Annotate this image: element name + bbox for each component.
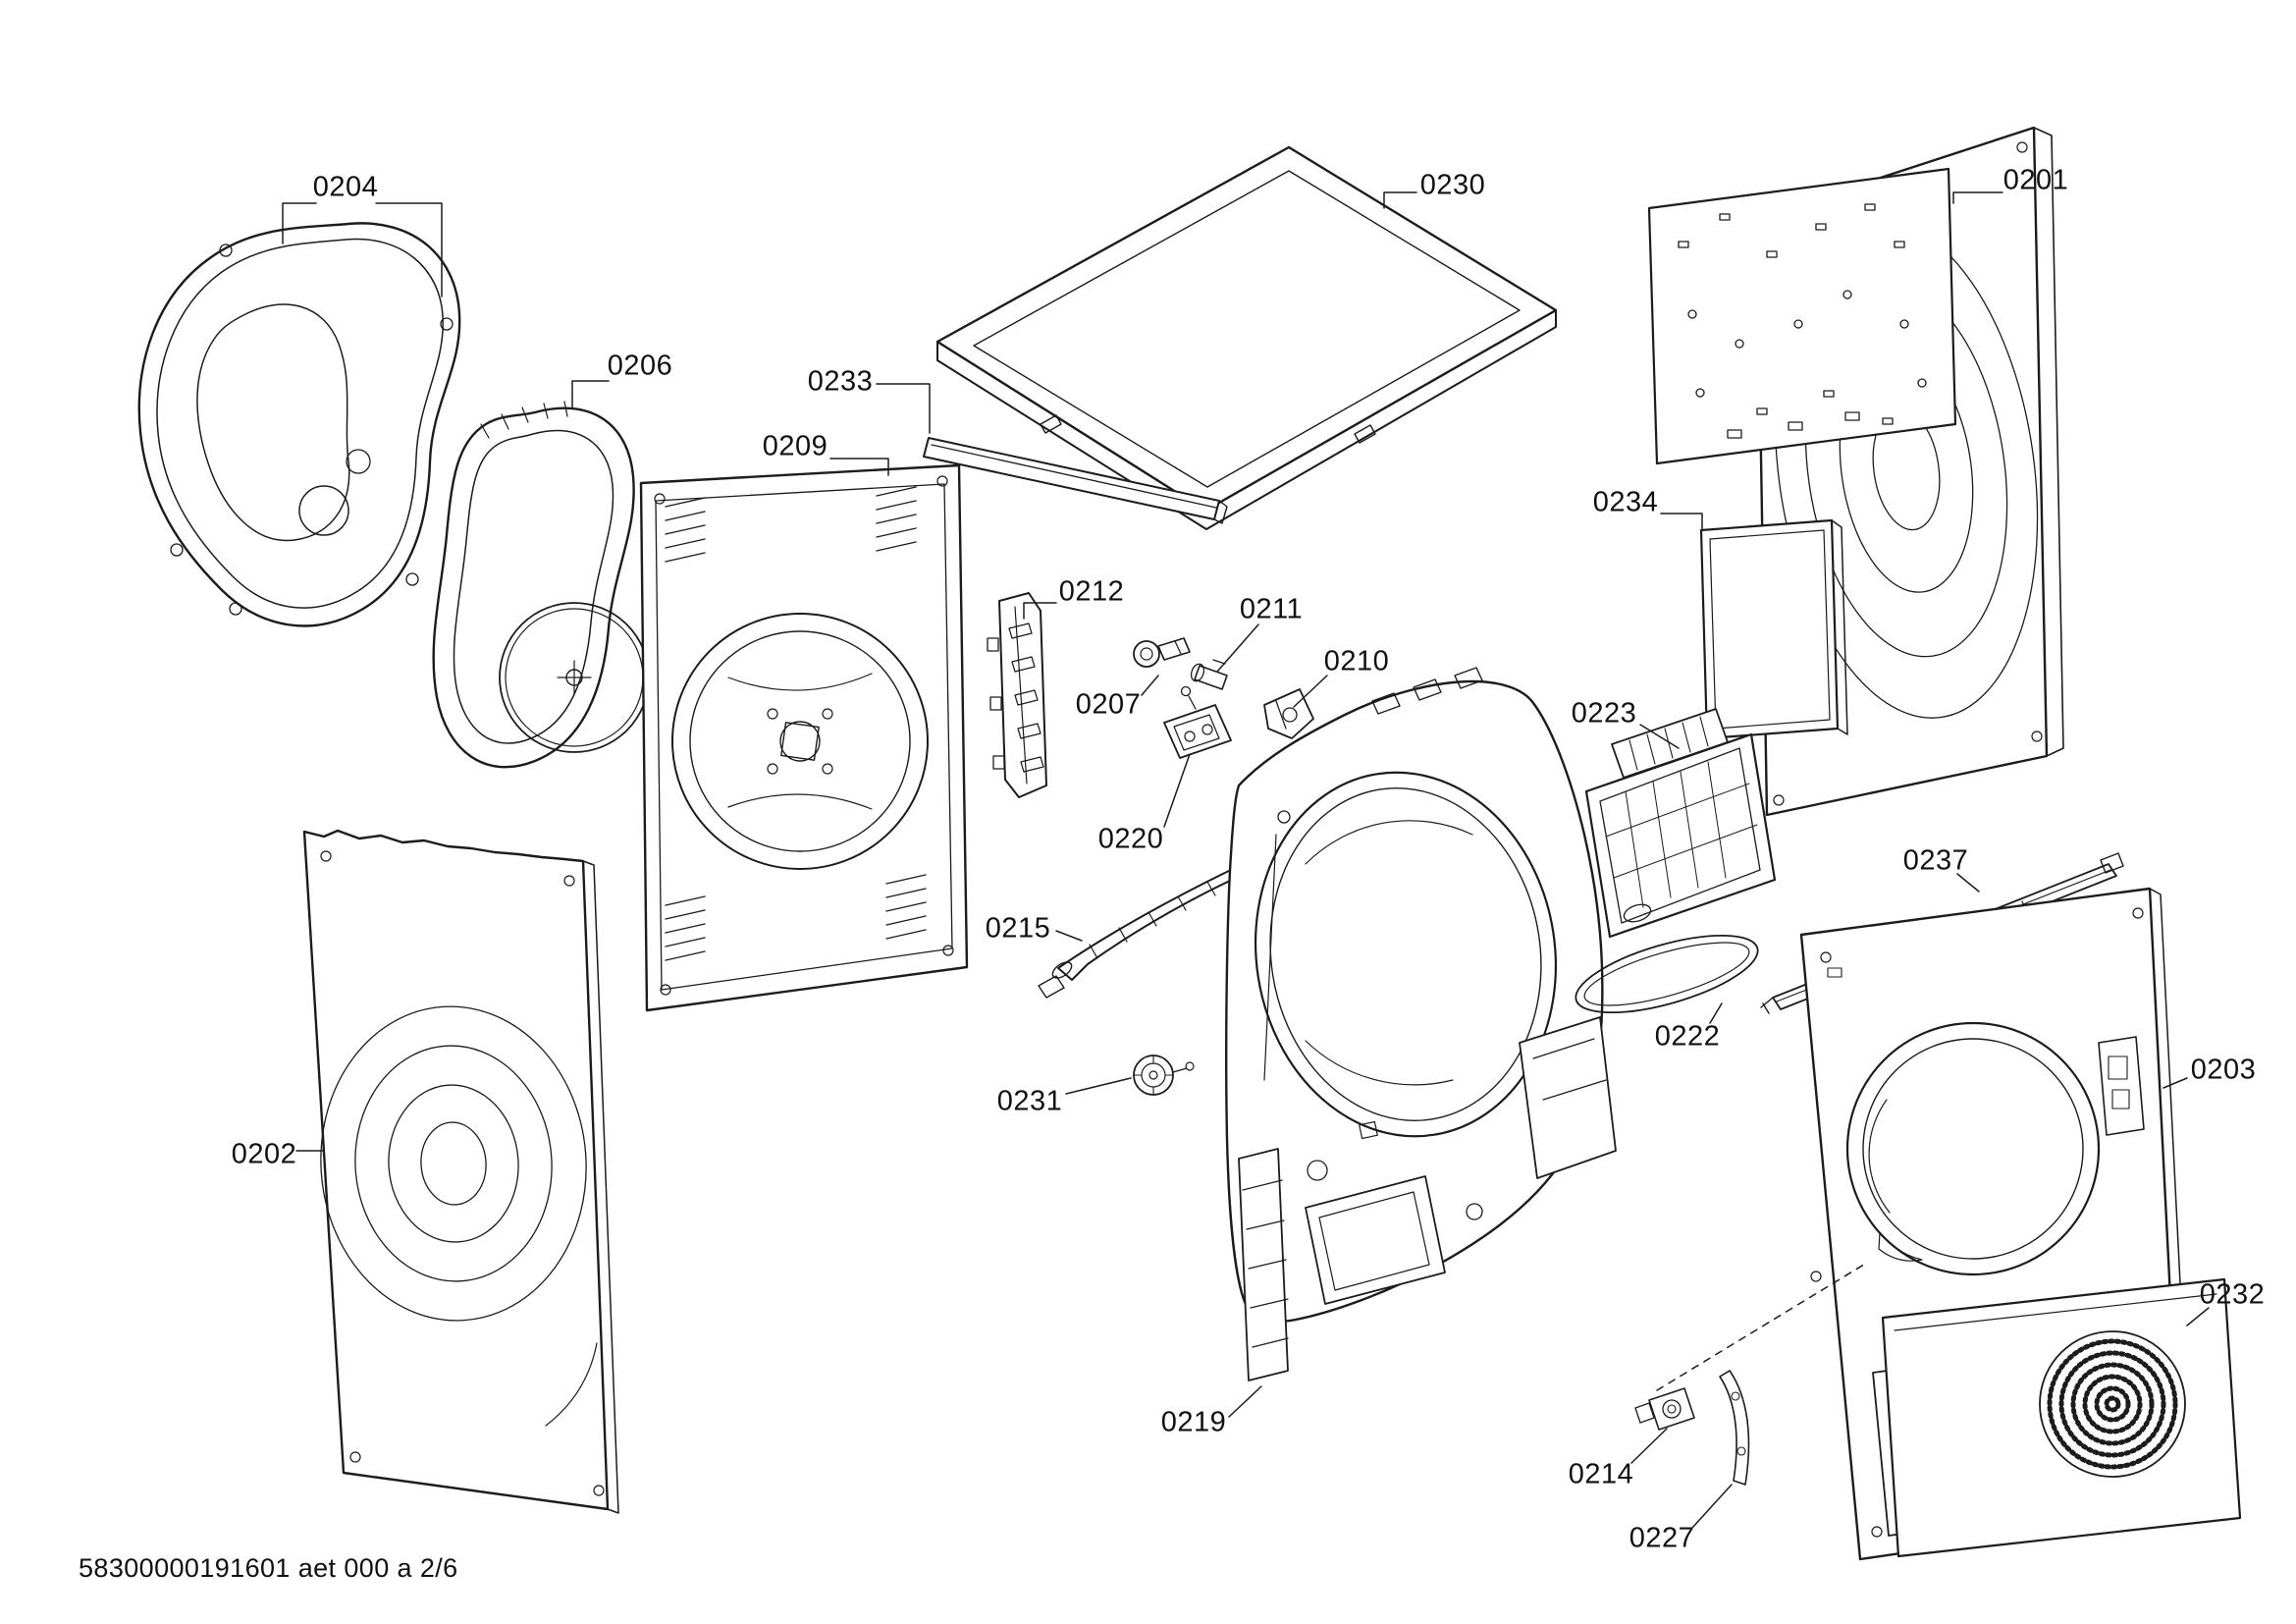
part-0211-pin <box>1190 659 1228 690</box>
part-label-0215: 0215 <box>985 912 1051 945</box>
part-label-0212: 0212 <box>1058 575 1125 608</box>
part-label-0207: 0207 <box>1075 688 1142 721</box>
part-label-0211: 0211 <box>1239 593 1304 625</box>
part-label-0210: 0210 <box>1323 645 1390 677</box>
part-0234-filter-sheet <box>1699 518 1848 740</box>
part-0223-lint-filter <box>1584 708 1777 939</box>
part-label-0237: 0237 <box>1902 844 1969 877</box>
part-0202-front-left-panel <box>302 829 619 1514</box>
part-0210-bracket <box>1263 688 1314 739</box>
part-label-0209: 0209 <box>762 430 828 462</box>
part-0207-damper <box>1133 637 1191 668</box>
document-code: 58300000191601 aet 000 a 2/6 <box>79 1553 458 1583</box>
part-label-0220: 0220 <box>1097 823 1164 855</box>
part-label-0219: 0219 <box>1160 1406 1227 1438</box>
part-label-0203: 0203 <box>2190 1054 2257 1086</box>
part-label-0214: 0214 <box>1568 1458 1634 1490</box>
part-0204-door-panel <box>137 222 461 627</box>
part-label-0222: 0222 <box>1654 1020 1721 1053</box>
part-0219-bulkhead <box>1225 667 1617 1381</box>
part-label-0231: 0231 <box>996 1085 1063 1117</box>
part-0220-latch <box>1163 685 1232 759</box>
part-0209-rear-panel <box>639 463 969 1012</box>
part-label-0227: 0227 <box>1629 1522 1695 1554</box>
part-0222-gasket <box>1575 934 1759 1014</box>
part-0232-base-cover <box>1881 1277 2242 1558</box>
part-0215-air-duct <box>1038 851 1259 999</box>
part-label-0232: 0232 <box>2199 1278 2266 1311</box>
part-0227-strip <box>1719 1370 1750 1486</box>
part-0212-hinge-rail <box>987 592 1047 798</box>
part-label-0234: 0234 <box>1592 486 1659 518</box>
part-label-0202: 0202 <box>231 1138 297 1170</box>
part-label-0223: 0223 <box>1571 697 1637 730</box>
part-0231-wheel <box>1133 1055 1195 1096</box>
part-label-0233: 0233 <box>807 365 874 398</box>
leader-lines <box>282 191 2210 1529</box>
part-0206-seal-ring <box>432 401 650 769</box>
part-label-0206: 0206 <box>607 350 673 382</box>
part-label-0230: 0230 <box>1419 169 1486 201</box>
part-label-0204: 0204 <box>312 171 379 203</box>
part-label-0201: 0201 <box>2002 164 2069 196</box>
part-0233-trim-strip <box>923 437 1228 524</box>
part-0214-pump <box>1634 1387 1695 1431</box>
